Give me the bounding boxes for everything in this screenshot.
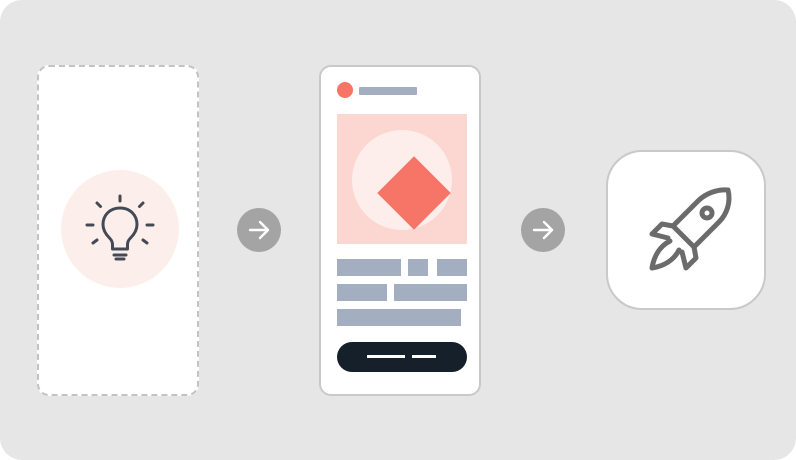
- hero-circle: [352, 130, 452, 230]
- arrow-right-icon: [521, 208, 565, 252]
- diamond-shape: [377, 156, 451, 230]
- idea-circle: [61, 170, 179, 288]
- cta-button-placeholder: [337, 342, 467, 372]
- text-line-placeholder: [337, 284, 387, 301]
- arrow-right-icon: [237, 208, 281, 252]
- text-line-placeholder: [337, 259, 401, 276]
- rocket-icon: [649, 187, 732, 271]
- hero-image-placeholder: [337, 114, 467, 244]
- rocket-app-tile: [606, 150, 766, 310]
- text-line-placeholder: [408, 259, 428, 276]
- cta-label-placeholder: [412, 355, 436, 358]
- cta-label-placeholder: [367, 355, 405, 358]
- text-line-placeholder: [337, 309, 461, 326]
- phone-mockup: [319, 65, 481, 396]
- avatar-placeholder: [337, 82, 353, 98]
- idea-card: [37, 65, 199, 396]
- lightbulb-icon: [85, 194, 155, 261]
- header-text-placeholder: [359, 87, 417, 95]
- text-line-placeholder: [394, 284, 467, 301]
- text-line-placeholder: [437, 259, 467, 276]
